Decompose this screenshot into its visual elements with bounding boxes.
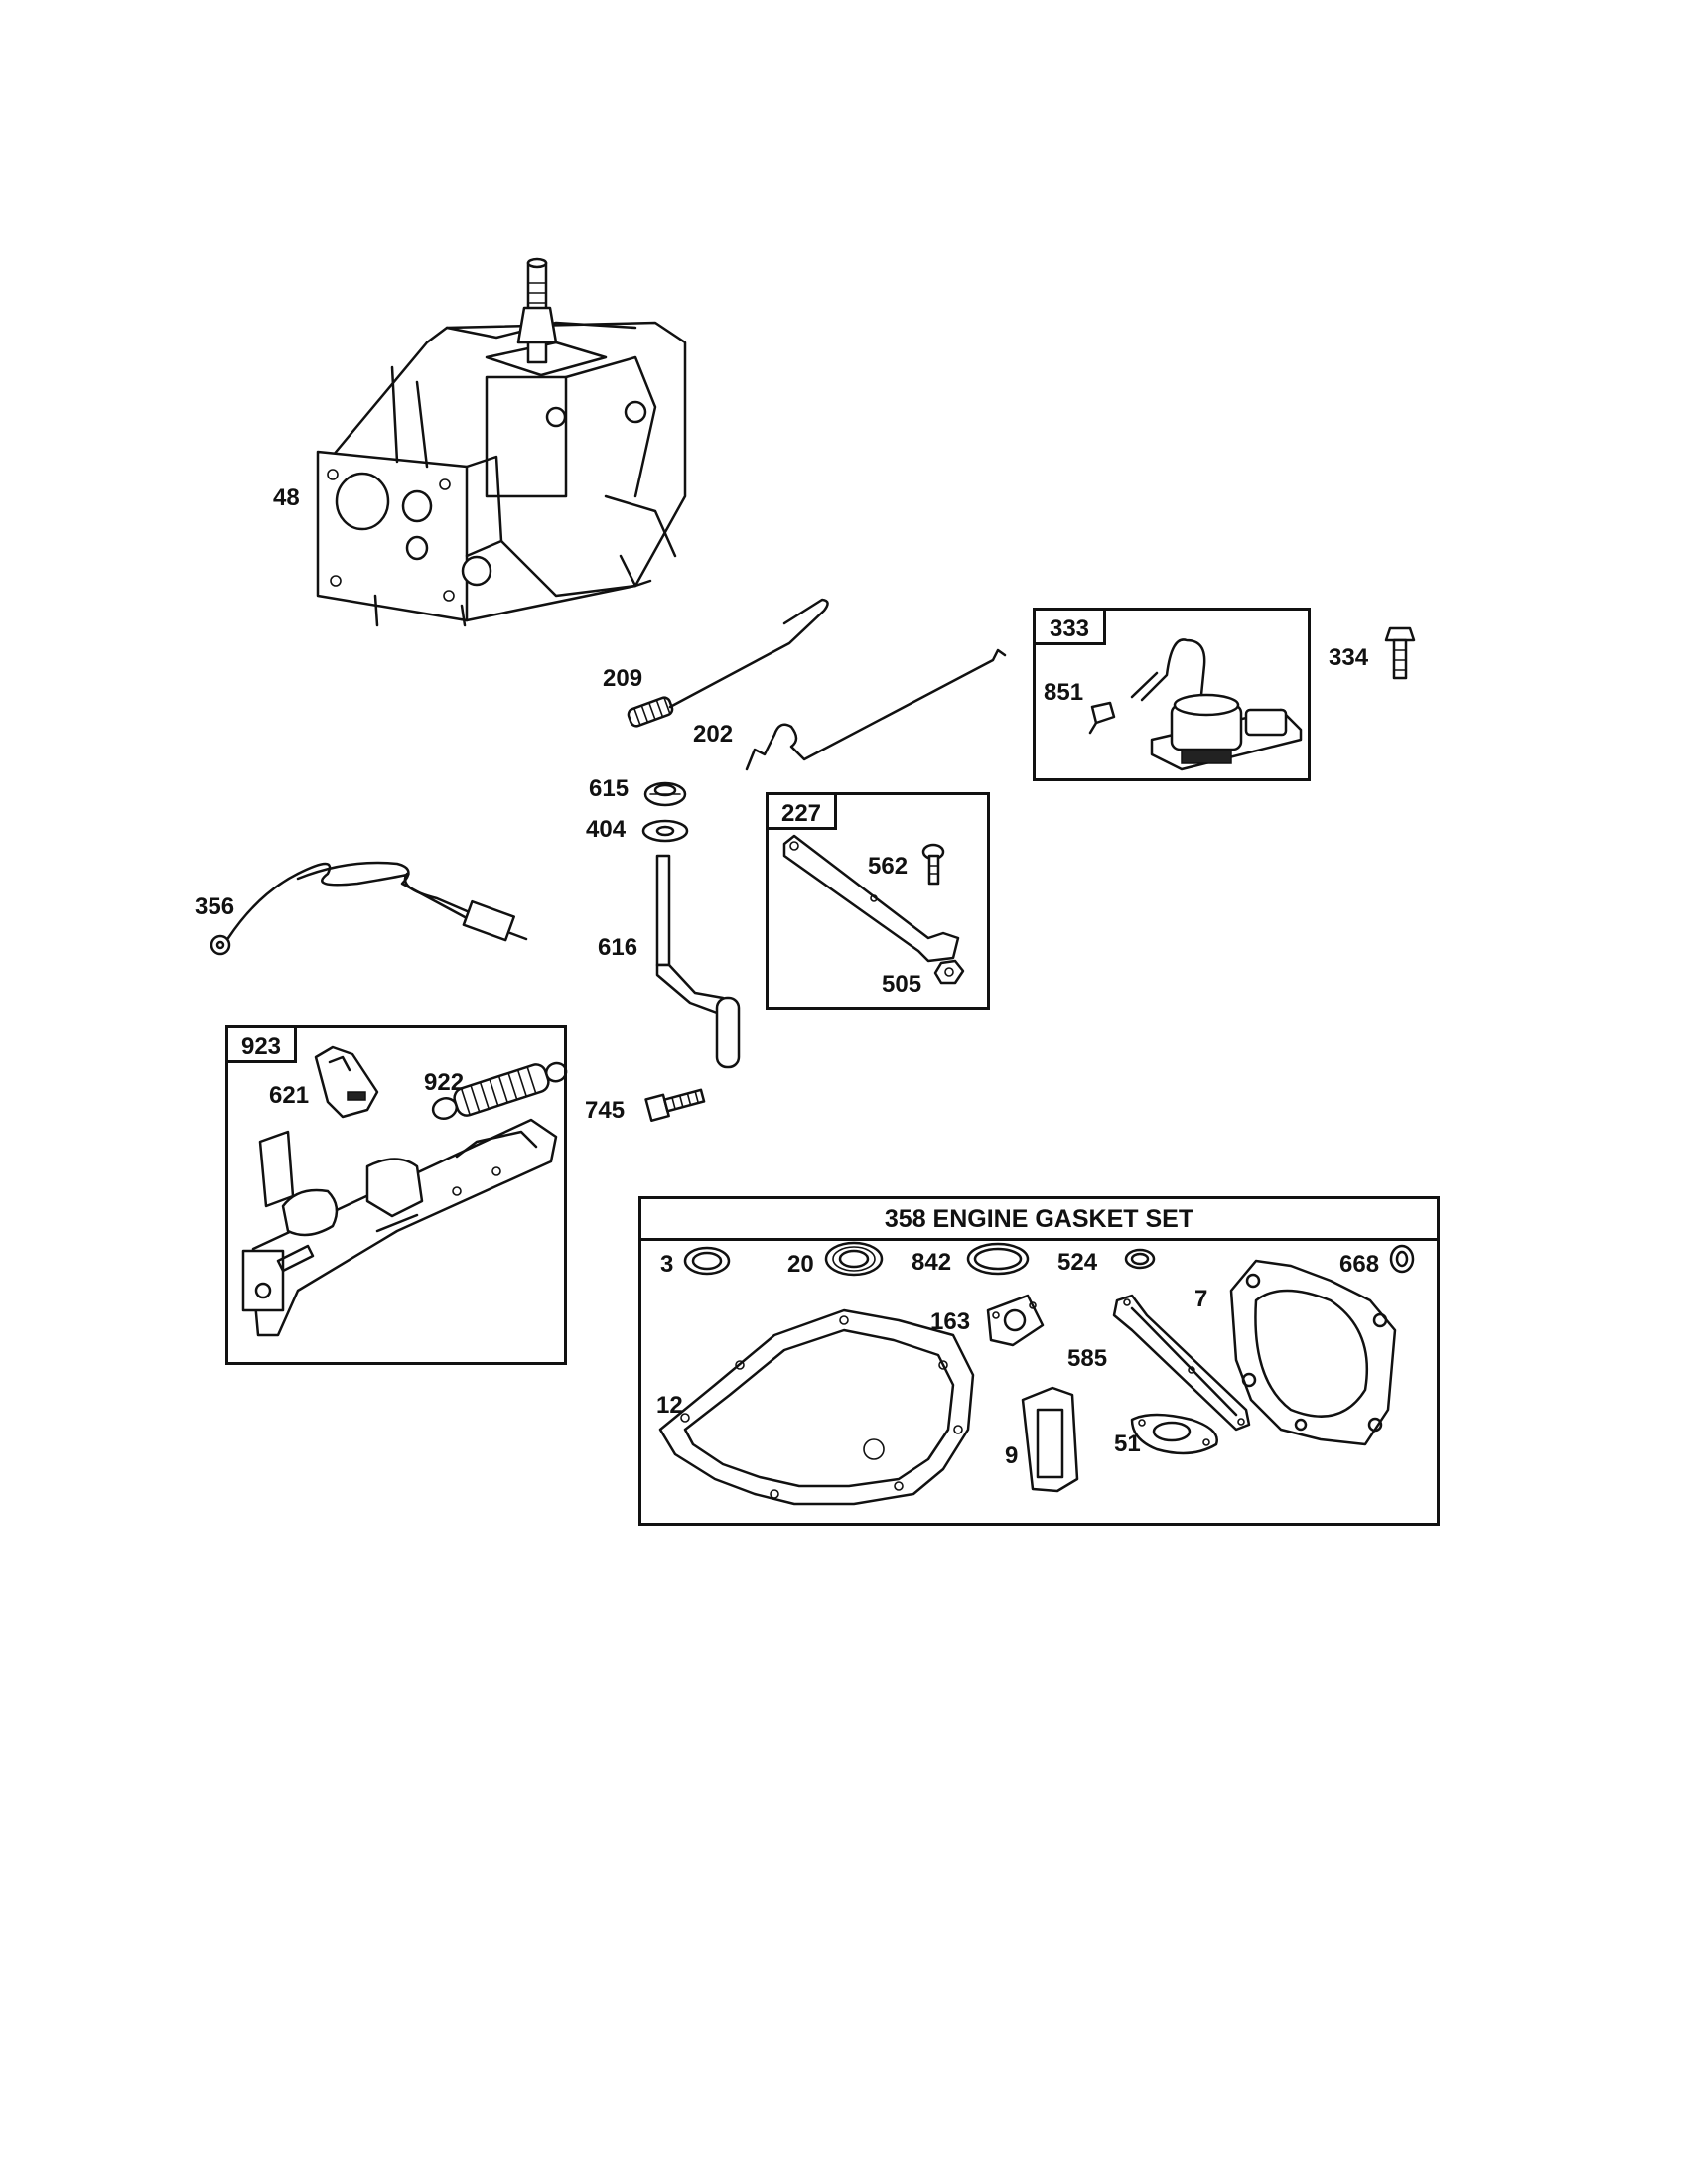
label-616: 616 [598,934,638,961]
gasket-20 [824,1241,884,1277]
label-562: 562 [868,853,909,880]
part-923-control-plate [241,1118,558,1337]
label-922: 922 [424,1069,465,1096]
gasket-12-crankcase [658,1308,975,1506]
part-505-nut [933,959,965,985]
part-745-screw [644,1088,706,1122]
part-851-terminal [1088,701,1116,735]
label-851: 851 [1044,679,1084,706]
label-585: 585 [1067,1345,1108,1372]
part-48-engine-block [316,257,687,627]
gasket-set-box [638,1196,1440,1526]
part-333-armature [1130,638,1303,771]
label-334: 334 [1329,644,1369,671]
kit-box-333 [1033,608,1311,781]
kit-label-333: 333 [1033,608,1106,645]
label-356: 356 [195,893,235,920]
label-842: 842 [912,1249,952,1276]
part-922-spring [431,1061,568,1120]
gasket-3 [683,1246,731,1276]
gasket-51 [1130,1413,1218,1455]
label-163: 163 [930,1308,971,1335]
part-334-screw [1384,626,1416,680]
label-209: 209 [603,665,643,692]
part-202-link-rod [745,648,1007,771]
label-3: 3 [660,1251,674,1278]
part-621-bracket [314,1045,379,1119]
part-227-governor-lever [782,834,960,963]
kit-label-227: 227 [766,792,837,830]
kit-box-227 [766,792,990,1010]
label-615: 615 [589,775,630,802]
label-404: 404 [586,816,627,843]
label-9: 9 [1005,1442,1019,1469]
label-20: 20 [787,1251,814,1278]
part-616-governor-shaft [655,854,741,1069]
part-209-governor-spring [627,598,829,728]
gasket-9 [1021,1386,1079,1493]
part-615-nut [643,781,687,807]
label-505: 505 [882,971,922,998]
label-621: 621 [269,1082,310,1109]
label-202: 202 [693,721,734,748]
kit-label-923: 923 [225,1025,297,1063]
part-404-washer [641,819,689,843]
gasket-7-head [1229,1259,1397,1446]
gasket-585 [1112,1294,1251,1432]
part-562-screw [921,843,945,886]
label-745: 745 [585,1097,626,1124]
label-7: 7 [1194,1286,1208,1312]
gasket-842 [966,1242,1030,1276]
gasket-524 [1124,1248,1156,1270]
gasket-set-title: 358 ENGINE GASKET SET [638,1199,1440,1241]
part-356-ground-wire [210,861,528,956]
kit-box-923 [225,1025,567,1365]
label-51: 51 [1114,1431,1141,1457]
label-48: 48 [273,484,300,511]
label-524: 524 [1057,1249,1098,1276]
label-12: 12 [656,1392,683,1419]
gasket-668 [1389,1244,1415,1274]
label-668: 668 [1339,1251,1380,1278]
gasket-163 [986,1294,1045,1347]
